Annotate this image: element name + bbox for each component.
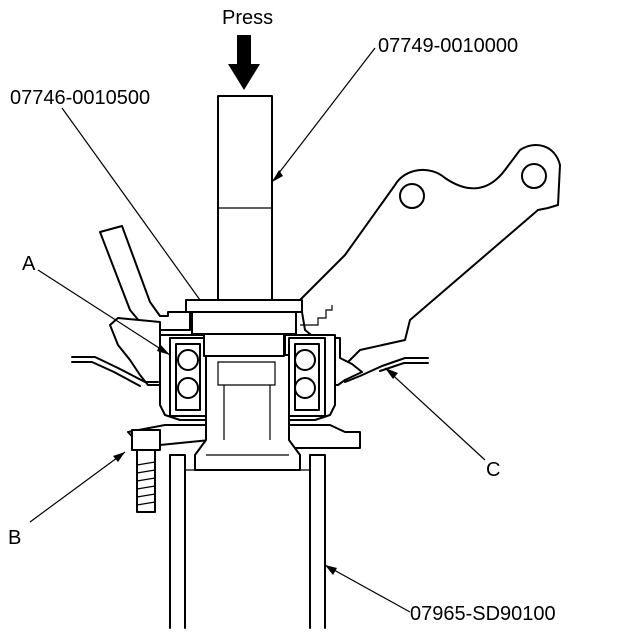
wheel-hub: [194, 354, 301, 471]
hub-bearing-left: [169, 337, 207, 417]
tool-attachment: [185, 299, 303, 357]
leader-lines: [29, 47, 486, 613]
callout-c-label: C: [486, 459, 500, 481]
hub-bearing-right: [288, 337, 326, 417]
callout-a-label: A: [22, 253, 36, 275]
tool-shaft: [217, 95, 273, 301]
arrow-down-icon: [228, 35, 260, 90]
press-label: Press: [222, 7, 273, 29]
tool-shaft-label: 07749-0010000: [378, 35, 518, 57]
tool-base-label: 07965-SD90100: [410, 603, 556, 625]
callout-b-label: B: [8, 527, 21, 549]
steering-knuckle: [299, 144, 561, 366]
dust-shield-left: [71, 356, 159, 387]
dust-shield-right: [344, 357, 429, 383]
tool-base: [169, 454, 326, 629]
tool-attachment-label: 07746-0010500: [10, 87, 150, 109]
wheel-bolt: [131, 429, 161, 513]
knuckle-left-arm: [99, 225, 191, 331]
